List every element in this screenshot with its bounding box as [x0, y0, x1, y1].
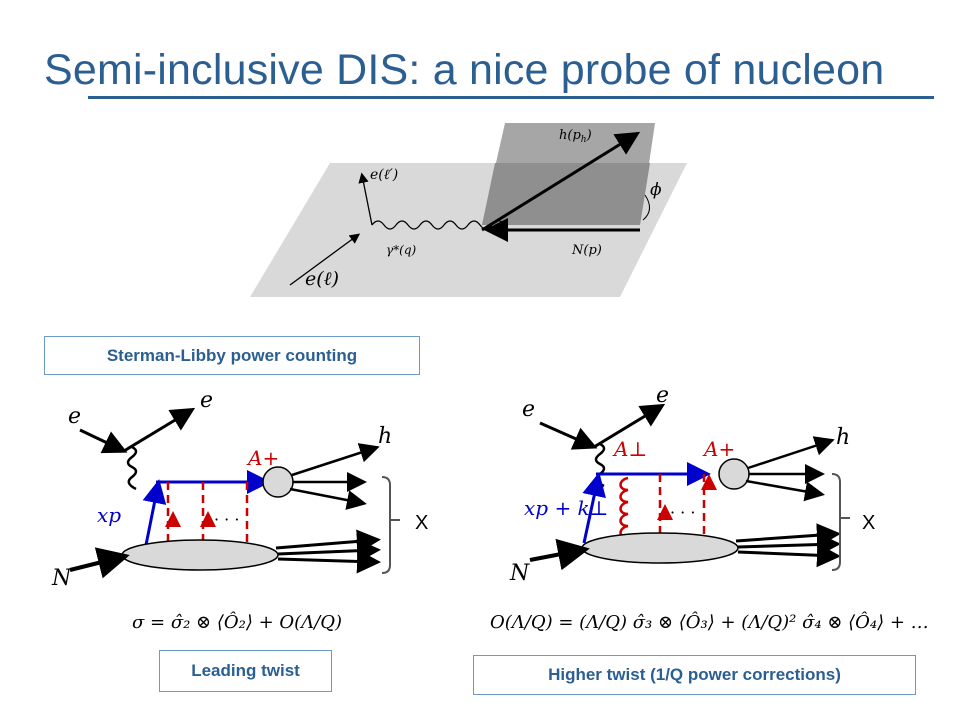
- title-underline: [88, 96, 934, 99]
- e-in-label: e: [522, 397, 535, 422]
- incoming-lepton-label: e(ℓ): [305, 268, 339, 290]
- leading-twist-formula: σ = σ̂₂ ⊗ ⟨Ô₂⟩ + O(Λ/Q): [132, 594, 364, 650]
- virtual-photon: [371, 219, 503, 230]
- parton-label: xp + k⊥: [524, 496, 608, 520]
- leading-twist-box: Leading twist: [159, 650, 332, 692]
- nucleon-label: N: [51, 566, 72, 591]
- power-counting-box: Sterman-Libby power counting: [44, 336, 420, 375]
- e-out-label: e: [200, 388, 213, 413]
- scattered-lepton-label: e(ℓ′): [370, 167, 398, 183]
- nucleon-label: N: [509, 561, 530, 586]
- phi-label: ϕ: [650, 180, 662, 200]
- hadron-label: h: [836, 425, 850, 450]
- scattered-lepton-line: [358, 172, 373, 226]
- dots-label: · · ·: [214, 510, 239, 529]
- e-out-label: e: [656, 383, 669, 408]
- higher-twist-diagram: e e A⊥ A+ h xp + k⊥ N · · ·: [509, 383, 850, 586]
- photon-label: γ*(q): [386, 243, 417, 257]
- dots-label: · · ·: [670, 503, 695, 522]
- final-state-x: X: [415, 512, 429, 534]
- e-in-label: e: [68, 404, 81, 429]
- higher-twist-formula: O(Λ/Q) = (Λ/Q) σ̂₃ ⊗ ⟨Ô₃⟩ + (Λ/Q)² σ̂₄ ⊗…: [490, 594, 930, 650]
- power-counting-label: Sterman-Libby power counting: [106, 345, 358, 365]
- final-state-x: X: [862, 512, 876, 534]
- hadron-label: h(ph): [559, 128, 592, 145]
- hadron-line: [481, 131, 641, 232]
- leading-formula-text: σ = σ̂₂ ⊗ ⟨Ô₂⟩ + O(Λ/Q): [132, 611, 343, 633]
- slide-title: Semi-inclusive DIS: a nice probe of nucl…: [44, 46, 885, 94]
- higher-twist-label: Higher twist (1/Q power corrections): [548, 665, 841, 684]
- parton-label: xp: [97, 503, 121, 527]
- higher-twist-box: Higher twist (1/Q power corrections): [473, 655, 916, 695]
- incoming-lepton-line: [289, 233, 361, 286]
- gluon-perp-label: A⊥: [612, 437, 647, 461]
- higher-formula-text: O(Λ/Q) = (Λ/Q) σ̂₃ ⊗ ⟨Ô₃⟩ + (Λ/Q)² σ̂₄ ⊗…: [490, 611, 929, 633]
- hadron-label: h: [378, 424, 392, 449]
- gluon-label: A+: [246, 446, 279, 470]
- nucleon-label: N(p): [571, 243, 602, 258]
- leading-twist-diagram: e e A+ h xp N · · ·: [51, 388, 400, 591]
- sidis-kinematics-figure: h(ph) ϕ e(ℓ′) γ*(q) N(p) e(ℓ): [250, 123, 687, 297]
- leading-twist-label: Leading twist: [191, 661, 300, 680]
- gluon-label: A+: [702, 437, 735, 461]
